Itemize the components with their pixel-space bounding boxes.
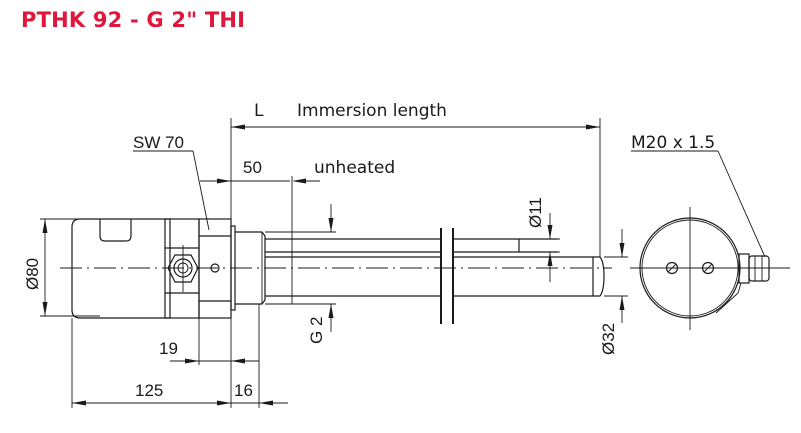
label-d11: Ø11 bbox=[526, 197, 545, 228]
label-d80: Ø80 bbox=[23, 258, 42, 290]
label-sw70: SW 70 bbox=[133, 133, 184, 152]
dimensions bbox=[40, 118, 766, 408]
label-L: L bbox=[254, 101, 264, 121]
label-immersion-length: Immersion length bbox=[297, 101, 447, 121]
label-m20: M20 x 1.5 bbox=[631, 133, 715, 153]
housing bbox=[60, 218, 612, 324]
product-title: PTHK 92 - G 2" THI bbox=[21, 8, 246, 32]
label-d32: Ø32 bbox=[599, 323, 618, 355]
label-unheated: unheated bbox=[314, 158, 395, 178]
label-g2: G 2 bbox=[307, 317, 326, 344]
label-19: 19 bbox=[159, 339, 178, 358]
label-125: 125 bbox=[135, 381, 163, 400]
end-view bbox=[630, 207, 790, 330]
label-50: 50 bbox=[243, 158, 262, 177]
label-16: 16 bbox=[234, 381, 253, 400]
